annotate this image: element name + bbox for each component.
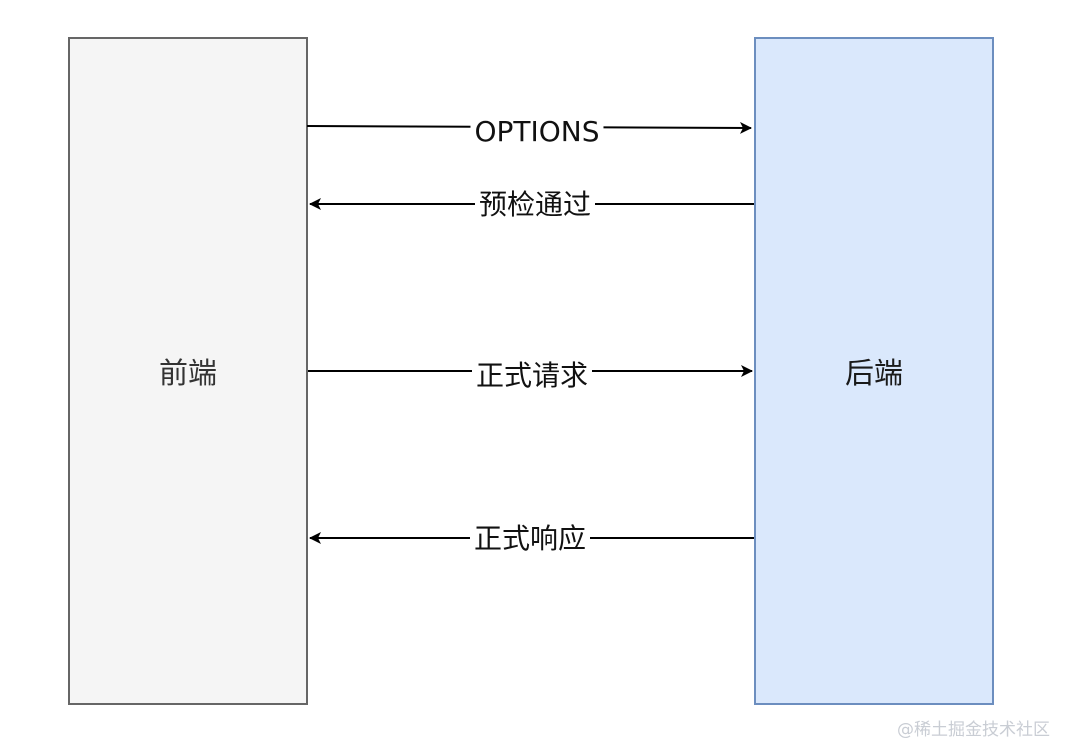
formal-response-label: 正式响应	[469, 522, 591, 556]
preflight-pass-label: 预检通过	[474, 188, 596, 222]
frontend-box: 前端	[68, 37, 308, 705]
watermark: @稀土掘金技术社区	[897, 720, 1050, 740]
backend-label: 后端	[844, 356, 903, 390]
options-label: OPTIONS	[470, 115, 604, 149]
formal-request-label: 正式请求	[471, 359, 593, 393]
frontend-label: 前端	[158, 356, 217, 390]
backend-box: 后端	[754, 37, 994, 705]
